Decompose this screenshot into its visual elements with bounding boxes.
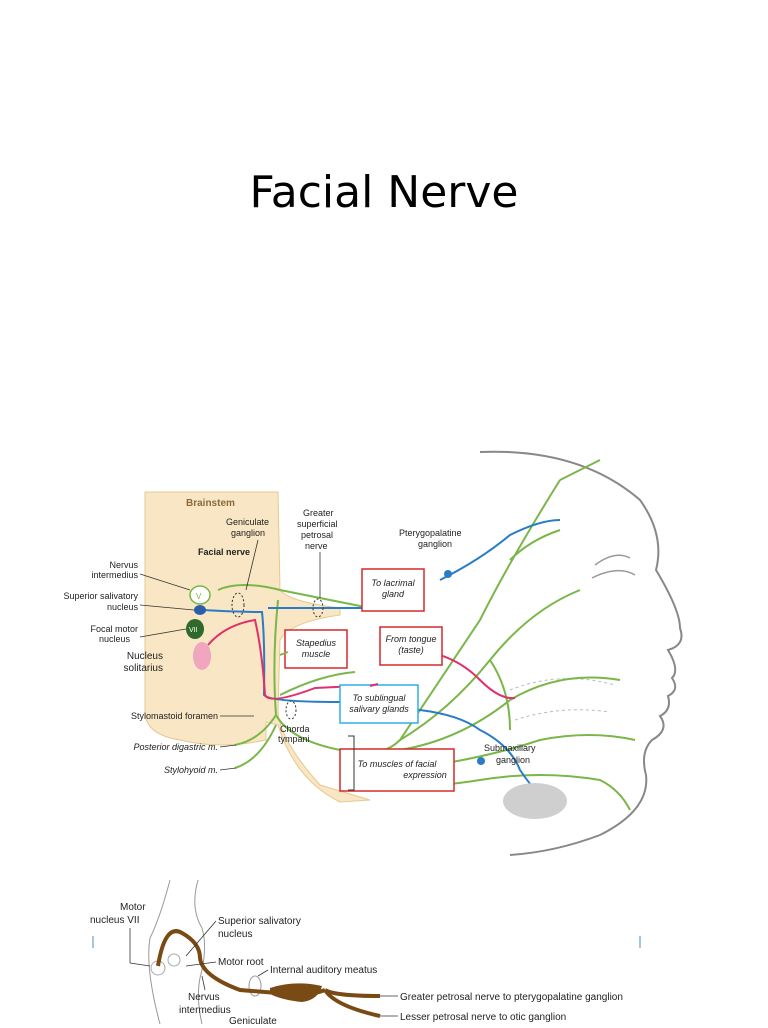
- label-ptg-2: ganglion: [418, 539, 452, 549]
- label-ssn-2: nucleus: [107, 602, 139, 612]
- ear-lines: [591, 554, 636, 579]
- label-gsp-4: nerve: [305, 541, 328, 551]
- green-nerve-branches: [217, 459, 636, 811]
- facial-nerve-diagram: V VII Brainstem Geniculate ganglion Faci…: [40, 440, 690, 858]
- fig2-label-ni-1: Nervus: [188, 992, 220, 1003]
- leader-lines: [139, 539, 321, 771]
- box-sublingual-label-2: salivary glands: [349, 704, 409, 714]
- fig2-label-ni-2: intermedius: [179, 1005, 231, 1016]
- label-submax-1: Submaxillary: [484, 743, 536, 753]
- label-ni-2: intermedius: [91, 570, 138, 580]
- nucleus-solitarius-shape: [193, 642, 211, 670]
- ganglion-blob: [270, 983, 322, 1002]
- label-ni-1: Nervus: [109, 560, 138, 570]
- fig2-label-motor-1: Motor: [120, 902, 146, 913]
- label-geniculate-1: Geniculate: [226, 517, 269, 527]
- label-gsp-2: superficial: [297, 519, 338, 529]
- label-fmn-1: Focal motor: [90, 624, 138, 634]
- box-tongue-label-2: (taste): [398, 645, 424, 655]
- fig2-label-geniculate: Geniculate: [229, 1016, 277, 1024]
- box-lacrimal-label-2: gland: [382, 589, 405, 599]
- pons-outline: [148, 879, 171, 1025]
- nucleus-vii-label: VII: [189, 627, 198, 634]
- facial-motor-nucleus: [186, 619, 204, 639]
- box-stapedius: [284, 629, 348, 669]
- label-ns-2: solitarius: [124, 663, 163, 674]
- box-tongue: [379, 626, 443, 666]
- box-lacrimal-label-1: To lacrimal: [371, 578, 415, 588]
- expression-bracket: [348, 735, 355, 791]
- label-stylohyoid: Stylohyoid m.: [164, 765, 218, 775]
- arrow-tongue: [369, 683, 379, 687]
- label-ssn-1: Superior salivatory: [63, 591, 138, 601]
- box-tongue-label-1: From tongue: [385, 634, 436, 644]
- submaxillary-ganglion-marker: [477, 757, 485, 765]
- box-sublingual-label-1: To sublingual: [353, 693, 407, 703]
- nucleus-v-label: V: [196, 592, 202, 601]
- box-facial-expression-label-2: expression: [403, 770, 447, 780]
- submaxillary-gland-shape: [503, 783, 567, 819]
- fig2-label-motor-root: Motor root: [218, 957, 264, 968]
- fig2-label-gpn: Greater petrosal nerve to pterygopalatin…: [400, 992, 623, 1003]
- box-facial-expression: [339, 748, 455, 792]
- box-stapedius-label-1: Stapedius: [296, 638, 337, 648]
- face-outline: [479, 450, 683, 856]
- fig2-label-motor-2: nucleus VII: [90, 915, 139, 926]
- slide-title: Facial Nerve: [249, 167, 519, 218]
- meatus-oval: [248, 975, 262, 997]
- label-gsp-1: Greater: [303, 508, 334, 518]
- label-ns-1: Nucleus: [127, 651, 163, 662]
- label-facial-nerve: Facial nerve: [198, 547, 250, 557]
- box-sublingual: [339, 684, 419, 724]
- box-lacrimal: [361, 568, 425, 612]
- superior-salivatory-nucleus-dot: [194, 605, 206, 615]
- chorda-dashed: [285, 700, 297, 720]
- facial-nerve-pathway-diagram: Motor nucleus VII Superior salivatory nu…: [90, 878, 650, 1027]
- label-chorda-1: Chorda: [280, 724, 310, 734]
- pterygopalatine-ganglion-marker: [444, 570, 452, 578]
- label-stylomastoid: Stylomastoid foramen: [131, 711, 218, 721]
- fig2-label-ssn-2: nucleus: [218, 929, 252, 940]
- label-gsp-3: petrosal: [301, 530, 333, 540]
- label-brainstem: Brainstem: [186, 498, 235, 509]
- mouth-dashes: [509, 678, 616, 721]
- nucleus-v: [189, 585, 211, 605]
- label-chorda-2: tympani: [278, 734, 310, 744]
- label-post-digastric: Posterior digastric m.: [133, 742, 218, 752]
- label-fmn-2: nucleus: [99, 634, 131, 644]
- box-facial-expression-label-1: To muscles of facial: [358, 759, 438, 769]
- label-ptg-1: Pterygopalatine: [399, 528, 462, 538]
- gsp-dashed: [312, 598, 324, 618]
- box-stapedius-label-2: muscle: [302, 649, 331, 659]
- salivatory-nucleus-circle: [167, 953, 181, 967]
- fig2-label-lpn: Lesser petrosal nerve to otic ganglion: [400, 1012, 566, 1023]
- fig2-label-ssn-1: Superior salivatory: [218, 916, 301, 927]
- label-submax-2: ganglion: [496, 755, 530, 765]
- geniculate-dashed: [231, 592, 245, 618]
- arrow-stapedius: [279, 651, 289, 656]
- fig2-label-iam: Internal auditory meatus: [270, 965, 377, 976]
- label-geniculate-2: ganglion: [231, 528, 265, 538]
- pons-outline-inner: [194, 879, 206, 1025]
